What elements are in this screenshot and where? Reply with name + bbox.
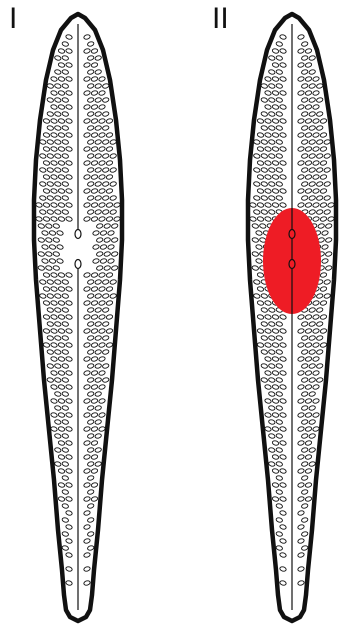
- central-pore-lower: [75, 260, 81, 269]
- central-pore-upper: [75, 230, 81, 239]
- central-pore-lower: [289, 260, 295, 269]
- diatom-valve-2: [248, 14, 336, 621]
- central-pore-upper: [289, 230, 295, 239]
- diatom-valve-1: [34, 14, 122, 621]
